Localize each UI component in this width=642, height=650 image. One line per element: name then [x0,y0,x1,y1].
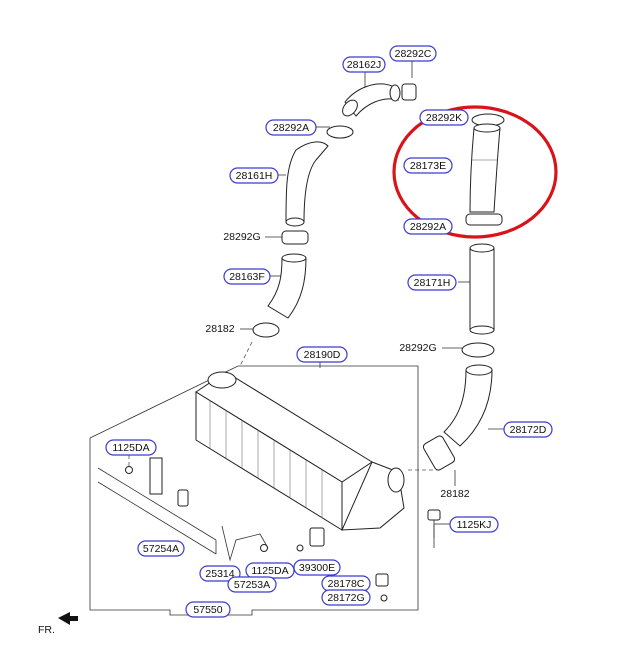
label-28172G-text: 28172G [327,592,364,604]
hose-28161H [285,141,329,227]
label-57254A: 57254A [137,540,185,557]
clamp-28182-right [422,435,456,471]
label-28292A-right: 28292A [403,218,453,235]
label-57550-text: 57550 [193,604,222,616]
label-28292A-top: 28292A [265,119,317,136]
sensor-39300E [296,527,325,552]
label-28292C-text: 28292C [395,48,432,60]
hose-28173E [469,123,501,213]
label-28162J: 28162J [342,56,386,73]
label-1125KJ: 1125KJ [449,516,499,533]
clamp-28182-left [252,322,280,338]
label-28161H: 28161H [229,167,279,184]
label-1125DA-bottom: 1125DA [245,562,295,579]
pipe-28171H [469,243,495,335]
bolt-1125DA-top [125,466,133,474]
fitting-28178C [375,573,389,587]
clamp-28292A-right [465,213,503,226]
label-28162J-text: 28162J [347,59,381,71]
screw-28172G [380,594,388,602]
label-1125DA-top: 1125DA [105,439,157,456]
label-28190D-text: 28190D [304,349,341,361]
front-direction-text: FR. [38,624,55,636]
label-28178C-text: 28178C [328,578,365,590]
label-28172D: 28172D [503,421,553,438]
front-direction: FR. [38,612,78,636]
pipe-25314 [221,525,269,562]
label-28171H-text: 28171H [414,277,451,289]
label-25314: 25314 [199,565,241,582]
label-28163F: 28163F [223,268,271,285]
clip-upper [149,457,163,495]
clip-lower [177,489,189,507]
bracket-57254A [97,467,217,555]
label-28292C: 28292C [389,45,437,62]
label-28182-right: 28182 [440,488,469,500]
label-28292G-left-text: 28292G [223,231,260,243]
label-57253A: 57253A [227,576,277,593]
label-28292A-top-text: 28292A [273,122,309,134]
bolt-1125KJ [427,509,441,538]
label-28190D: 28190D [296,346,348,363]
label-28292K: 28292K [419,109,469,126]
label-57254A-text: 57254A [143,543,179,555]
clamp-28292C [401,83,417,101]
label-28182-left: 28182 [205,323,234,335]
hose-28162J [342,83,401,117]
hose-28163F [267,253,307,319]
label-28163F-text: 28163F [229,271,265,283]
label-28292A-right-text: 28292A [410,221,446,233]
label-28173E-text: 28173E [410,160,446,172]
label-57550: 57550 [185,601,231,618]
label-1125KJ-text: 1125KJ [457,519,492,531]
label-28178C: 28178C [321,575,371,592]
label-57253A-text: 57253A [234,579,270,591]
label-25314-text: 25314 [205,568,234,580]
label-1125DA-bottom-text: 1125DA [251,565,288,577]
label-28292K-text: 28292K [426,112,462,124]
assembly-outline [89,365,419,616]
front-arrow-icon [58,612,78,625]
highlight-circle [392,105,558,239]
label-28292G-left: 28292G [223,231,260,243]
label-28171H: 28171H [407,274,457,291]
clamp-28292G-left [281,230,309,245]
label-28182-left-text: 28182 [205,323,234,335]
label-28172D-text: 28172D [510,424,547,436]
label-28173E: 28173E [403,157,453,174]
label-1125DA-top-text: 1125DA [112,442,149,454]
dashed-leaders [128,341,440,471]
label-28292G-right-text: 28292G [399,342,436,354]
clamp-28292A-top [326,125,354,139]
label-39300E: 39300E [293,559,341,576]
label-28161H-text: 28161H [236,170,273,182]
label-39300E-text: 39300E [299,562,335,574]
label-28182-right-text: 28182 [440,488,469,500]
clamp-28292G-right [461,342,495,358]
hose-28172D [443,364,493,447]
label-28292G-right: 28292G [399,342,436,354]
intercooler-28190D [195,371,405,531]
label-28172G: 28172G [321,589,371,606]
